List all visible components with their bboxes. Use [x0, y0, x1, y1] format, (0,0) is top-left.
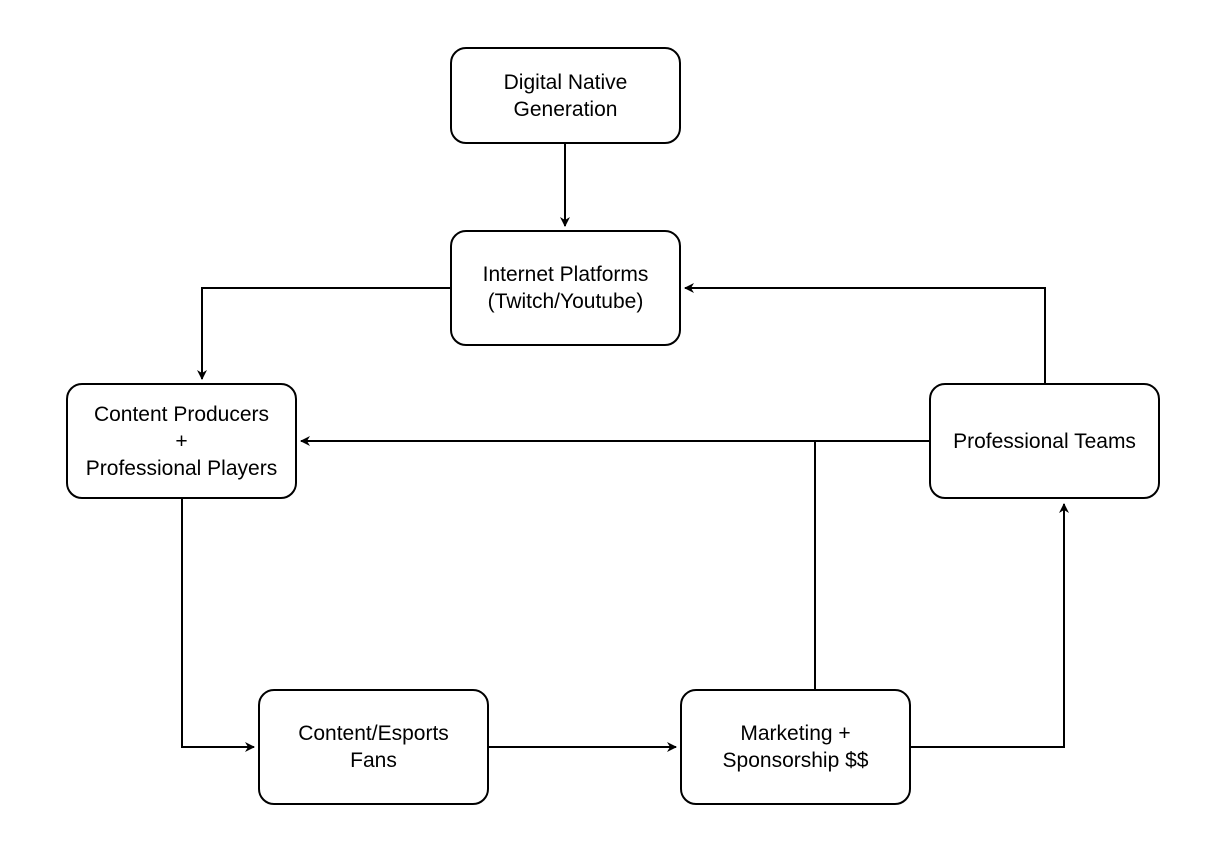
node-content-producers: Content Producers + Professional Players	[66, 383, 297, 499]
node-professional-teams: Professional Teams	[929, 383, 1160, 499]
node-label-line: Marketing +	[740, 722, 851, 745]
node-label-line: Content Producers	[93, 402, 270, 426]
edge-producers-to-fans	[181, 499, 255, 752]
edge-teams-to-platforms	[684, 283, 1046, 383]
node-label-line: Digital Native	[503, 70, 628, 94]
edge-platforms-to-producers	[197, 287, 450, 380]
node-label-line: Professional Players	[85, 456, 278, 480]
node-label-line: Fans	[350, 749, 397, 772]
node-internet-platforms: Internet Platforms (Twitch/Youtube)	[450, 230, 681, 346]
node-label-line: Sponsorship $$	[722, 749, 869, 772]
node-digital-native-generation: Digital Native Generation	[450, 47, 681, 144]
node-label-line: Generation	[513, 97, 618, 121]
node-label-line: Content/Esports	[298, 722, 449, 745]
edge-marketing-to-teams	[911, 503, 1069, 748]
node-marketing-sponsorship: Marketing + Sponsorship $$	[680, 689, 911, 805]
node-label-line: Professional Teams	[953, 429, 1136, 453]
node-label-line: (Twitch/Youtube)	[487, 290, 644, 313]
node-label-line: +	[175, 429, 188, 453]
node-content-esports-fans: Content/Esports Fans	[258, 689, 489, 805]
node-label-line: Internet Platforms	[482, 263, 649, 286]
